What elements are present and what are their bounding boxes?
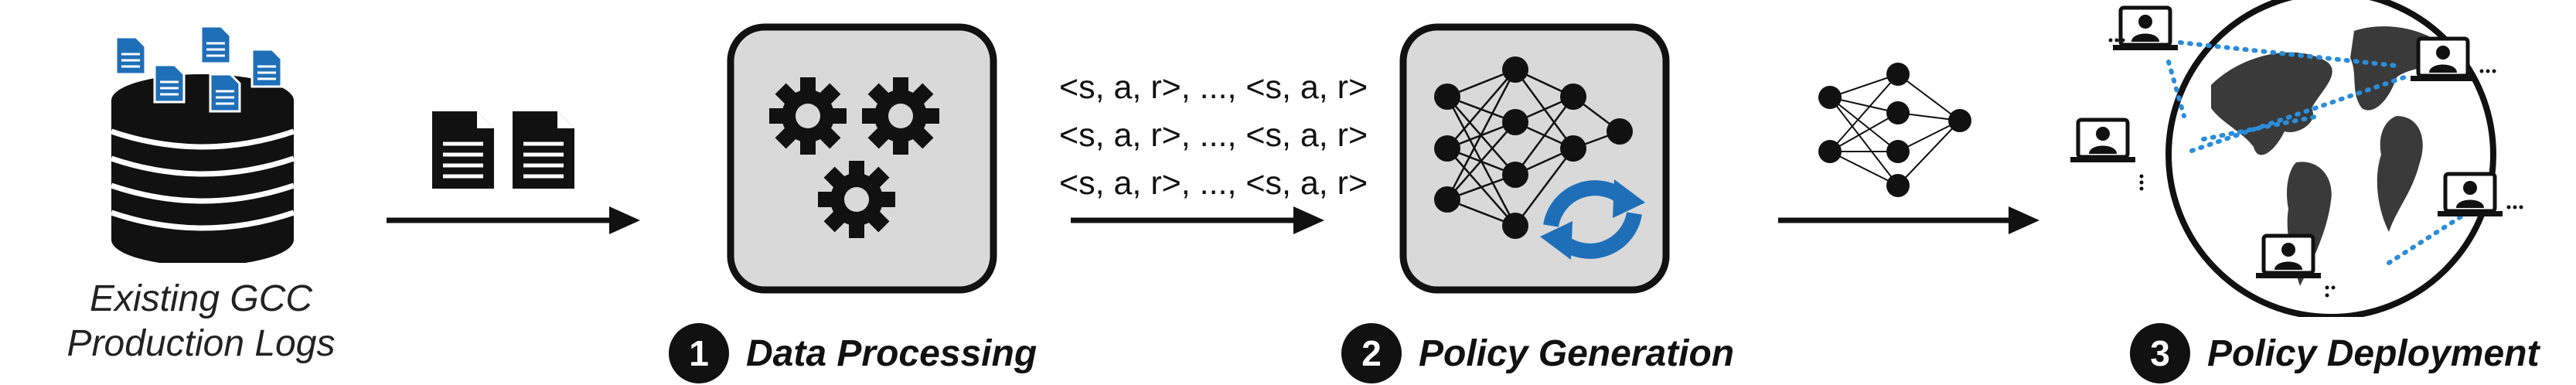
flow-arrow-1 bbox=[387, 205, 642, 236]
step-number-badge: 2 bbox=[1341, 323, 1402, 383]
database-icon bbox=[87, 23, 319, 263]
source-caption: Existing GCC Production Logs bbox=[66, 278, 336, 364]
trajectory-line-2: <s, a, r>, ..., <s, a, r> bbox=[1059, 117, 1368, 154]
blue-document-icon bbox=[114, 25, 283, 113]
step-title: Policy Generation bbox=[1419, 332, 1735, 374]
step-number-badge: 1 bbox=[669, 323, 729, 383]
trajectory-line-1: <s, a, r>, ..., <s, a, r> bbox=[1059, 69, 1368, 106]
flow-arrow-3 bbox=[1778, 205, 2041, 236]
globe-icon bbox=[2064, 0, 2528, 317]
policy-generation-box bbox=[1399, 23, 1670, 294]
flow-arrow-2 bbox=[1071, 205, 1326, 236]
document-icon bbox=[429, 108, 584, 193]
step-2-label: 2 Policy Generation bbox=[1341, 323, 1734, 383]
data-processing-box bbox=[727, 23, 997, 294]
neural-network-icon bbox=[1813, 60, 1983, 199]
step-3-label: 3 Policy Deployment bbox=[2130, 323, 2539, 383]
neural-network-icon bbox=[1434, 56, 1633, 239]
step-1-label: 1 Data Processing bbox=[669, 323, 1037, 383]
step-title: Data Processing bbox=[746, 332, 1038, 374]
step-title: Policy Deployment bbox=[2207, 332, 2540, 374]
step-number-badge: 3 bbox=[2130, 323, 2190, 383]
trajectory-line-3: <s, a, r>, ..., <s, a, r> bbox=[1059, 165, 1368, 202]
